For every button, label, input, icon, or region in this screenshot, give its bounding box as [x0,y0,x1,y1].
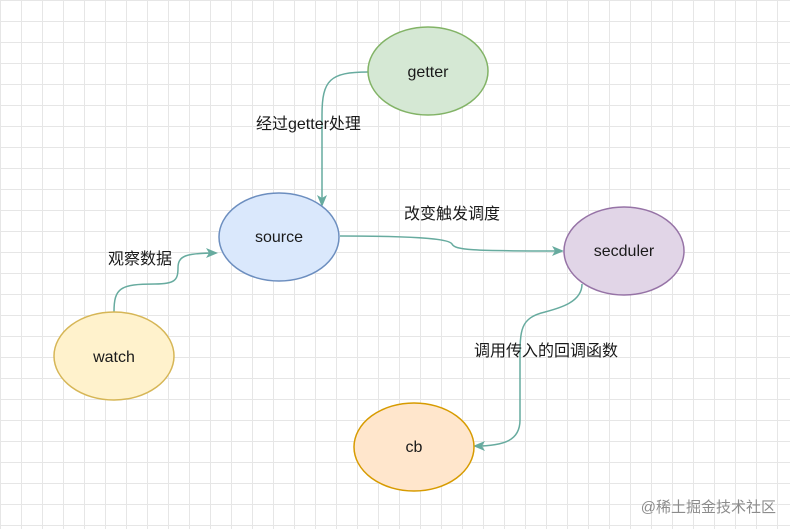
node-watch-label: watch [92,349,135,366]
node-watch: watch [53,311,175,401]
node-scheduler: secduler [563,206,685,296]
watermark: @稀土掘金技术社区 [640,499,776,516]
node-source-label: source [255,229,303,246]
edge-label-trigger-schedule: 改变触发调度 [404,205,500,223]
node-getter-label: getter [408,64,450,81]
edge-label-invoke-callback: 调用传入的回调函数 [474,342,618,360]
edge-getter-to-source [317,71,369,207]
edge-label-getter-processing: 经过getter处理 [256,115,361,133]
node-cb: cb [353,402,475,492]
node-scheduler-label: secduler [594,243,655,260]
edge-watch-to-source [113,248,218,313]
edge-label-observe-data: 观察数据 [108,250,172,268]
edge-scheduler-to-cb [473,283,583,451]
node-source: source [218,192,340,282]
edge-source-to-scheduler [339,235,564,256]
node-cb-label: cb [406,439,423,456]
node-getter: getter [367,26,489,116]
